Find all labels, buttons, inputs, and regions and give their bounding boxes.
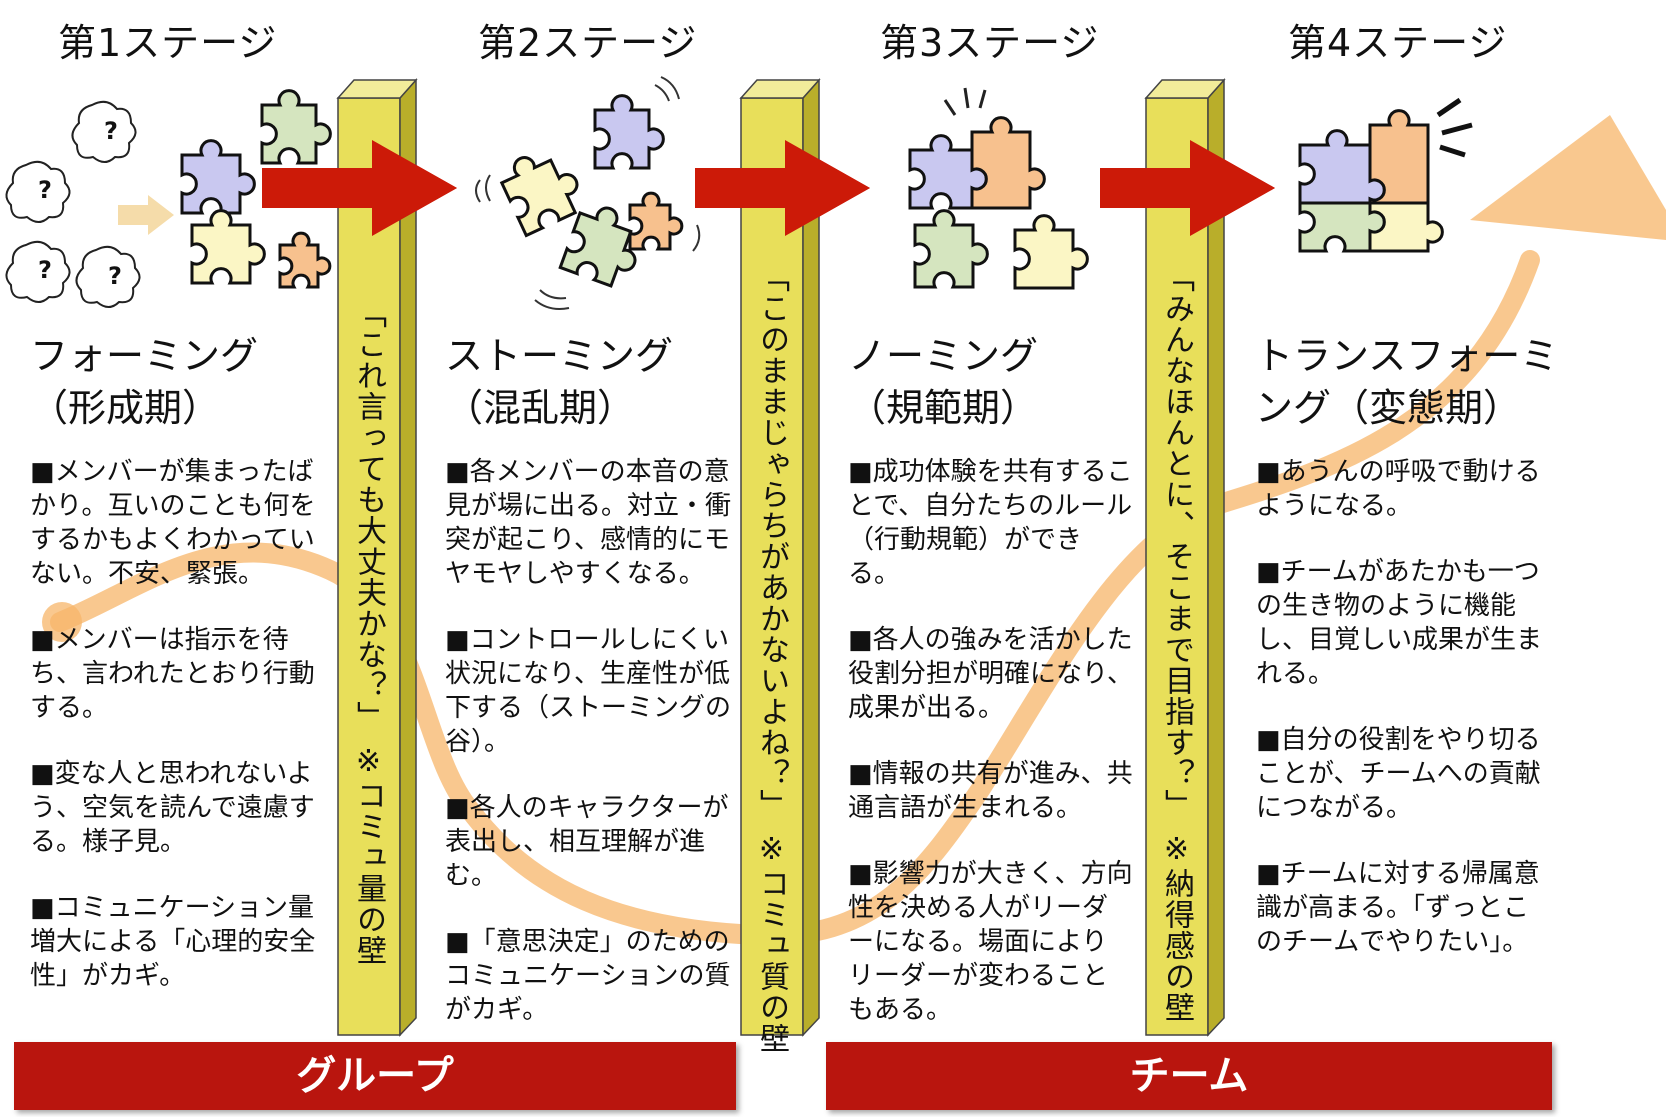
- description-point: ■「意思決定」のためのコミュニケーションの質がカギ。: [445, 927, 731, 1025]
- wall-quote-text: 「みんなほんとに、そこまで目指す？」: [1159, 262, 1194, 820]
- stage-name-line2: （規範期）: [848, 386, 1039, 430]
- description-point: ■コントロールしにくい状況になり、生産性が低下する（ストーミングの谷）。: [445, 625, 732, 757]
- puzzle-piece-icon: [475, 76, 701, 310]
- question-mark: ?: [38, 176, 52, 204]
- right-arrow-icon: [262, 140, 457, 236]
- wall-quote-text: 「このままじゃらちがあかないよね？」: [754, 262, 789, 820]
- wall-note-text: ※納得感の壁: [1159, 832, 1194, 1023]
- description-point: ■メンバーは指示を待ち、言われたとおり行動する。: [30, 625, 315, 723]
- question-mark: ?: [104, 117, 118, 145]
- question-cloud-icon: [5, 100, 141, 308]
- wall-pillar-1: [336, 78, 418, 1037]
- description-point: ■メンバーが集まったばかり。互いのことも何をするかもよくわかっていない。不安、緊…: [30, 457, 316, 589]
- description-point: ■変な人と思われないよう、空気を読んで遠慮する。様子見。: [30, 759, 315, 857]
- stage-name-line2: （混乱期）: [445, 386, 636, 430]
- right-arrow-icon: [118, 195, 174, 235]
- stage-name-2: ストーミング （混乱期）: [445, 330, 673, 434]
- wall-note-text: ※コミュ質の壁: [754, 832, 789, 1054]
- description-point: ■チームがあたかも一つの生き物のように機能し、目覚しい成果が生まれる。: [1256, 557, 1543, 689]
- wall-quote-2: 「このままじゃらちがあかないよね？」 ※コミュ質の壁: [751, 262, 791, 1054]
- wall-pillar-3: [1144, 78, 1226, 1037]
- stage-name-1: フォーミング （形成期）: [30, 330, 258, 434]
- puzzle-piece-icon: [180, 89, 332, 289]
- stage-description-2: ■各メンバーの本音の意見が場に出る。対立・衝突が起こり、感情的にモヤモヤしやすく…: [445, 455, 735, 1059]
- team-bar: チーム: [826, 1042, 1552, 1110]
- stage-label-1: 第1ステージ: [58, 21, 278, 65]
- description-point: ■自分の役割をやり切ることが、チームへの貢献につながる。: [1256, 725, 1541, 823]
- description-point: ■情報の共有が進み、共通言語が生まれる。: [848, 759, 1133, 823]
- description-point: ■コミュニケーション量増大による「心理的安全性」がカギ。: [30, 893, 316, 991]
- description-point: ■各人の強みを活かした役割分担が明確になり、成果が出る。: [848, 625, 1133, 723]
- description-point: ■成功体験を共有することで、自分たちのルール（行動規範）ができる。: [848, 457, 1133, 589]
- stage-name-line2: （形成期）: [30, 386, 221, 430]
- stage-name-3: ノーミング （規範期）: [848, 330, 1038, 434]
- puzzle-piece-icon: [908, 87, 1089, 290]
- stage-description-4: ■あうんの呼吸で動けるようになる。 ■チームがあたかも一つの生き物のように機能し…: [1256, 455, 1548, 991]
- stage-description-3: ■成功体験を共有することで、自分たちのルール（行動規範）ができる。 ■各人の強み…: [848, 455, 1133, 1059]
- stage-label-3: 第3ステージ: [880, 21, 1100, 65]
- wall-pillar-2: [739, 78, 821, 1037]
- stage-name-line1: ノーミング: [848, 334, 1039, 378]
- stage-name-line2: ング（変態期）: [1255, 386, 1522, 430]
- right-arrow-icon: [695, 140, 870, 236]
- question-mark: ?: [38, 256, 52, 284]
- stage-name-4: トランスフォーミ ング（変態期）: [1255, 330, 1558, 434]
- wall-note-text: ※コミュ量の壁: [351, 744, 386, 966]
- stage-label-4: 第4ステージ: [1288, 21, 1508, 65]
- description-point: ■各メンバーの本音の意見が場に出る。対立・衝突が起こり、感情的にモヤモヤしやすく…: [445, 457, 732, 589]
- stage-description-1: ■メンバーが集まったばかり。互いのことも何をするかもよくわかっていない。不安、緊…: [30, 455, 322, 1025]
- question-mark: ?: [108, 262, 122, 290]
- stage-label-2: 第2ステージ: [478, 21, 698, 65]
- description-point: ■影響力が大きく、方向性を決める人がリーダーになる。場面によりリーダーが変わるこ…: [848, 859, 1133, 1025]
- description-point: ■各人のキャラクターが表出し、相互理解が進む。: [445, 793, 729, 891]
- stage-name-line1: ストーミング: [445, 334, 674, 378]
- wall-quote-1: 「これ言っても大丈夫かな？」 ※コミュ量の壁: [348, 298, 388, 966]
- right-arrow-icon: [1100, 140, 1275, 236]
- wall-quote-text: 「これ言っても大丈夫かな？」: [351, 298, 386, 732]
- description-point: ■チームに対する帰属意識が高まる。「ずっとこのチームでやりたい」。: [1256, 859, 1540, 957]
- group-bar: グループ: [14, 1042, 736, 1110]
- wall-quote-3: 「みんなほんとに、そこまで目指す？」 ※納得感の壁: [1156, 262, 1196, 1023]
- stage-name-line1: トランスフォーミ: [1255, 334, 1559, 378]
- description-point: ■あうんの呼吸で動けるようになる。: [1256, 457, 1541, 521]
- stage-name-line1: フォーミング: [30, 334, 259, 378]
- puzzle-piece-icon: [1298, 97, 1473, 253]
